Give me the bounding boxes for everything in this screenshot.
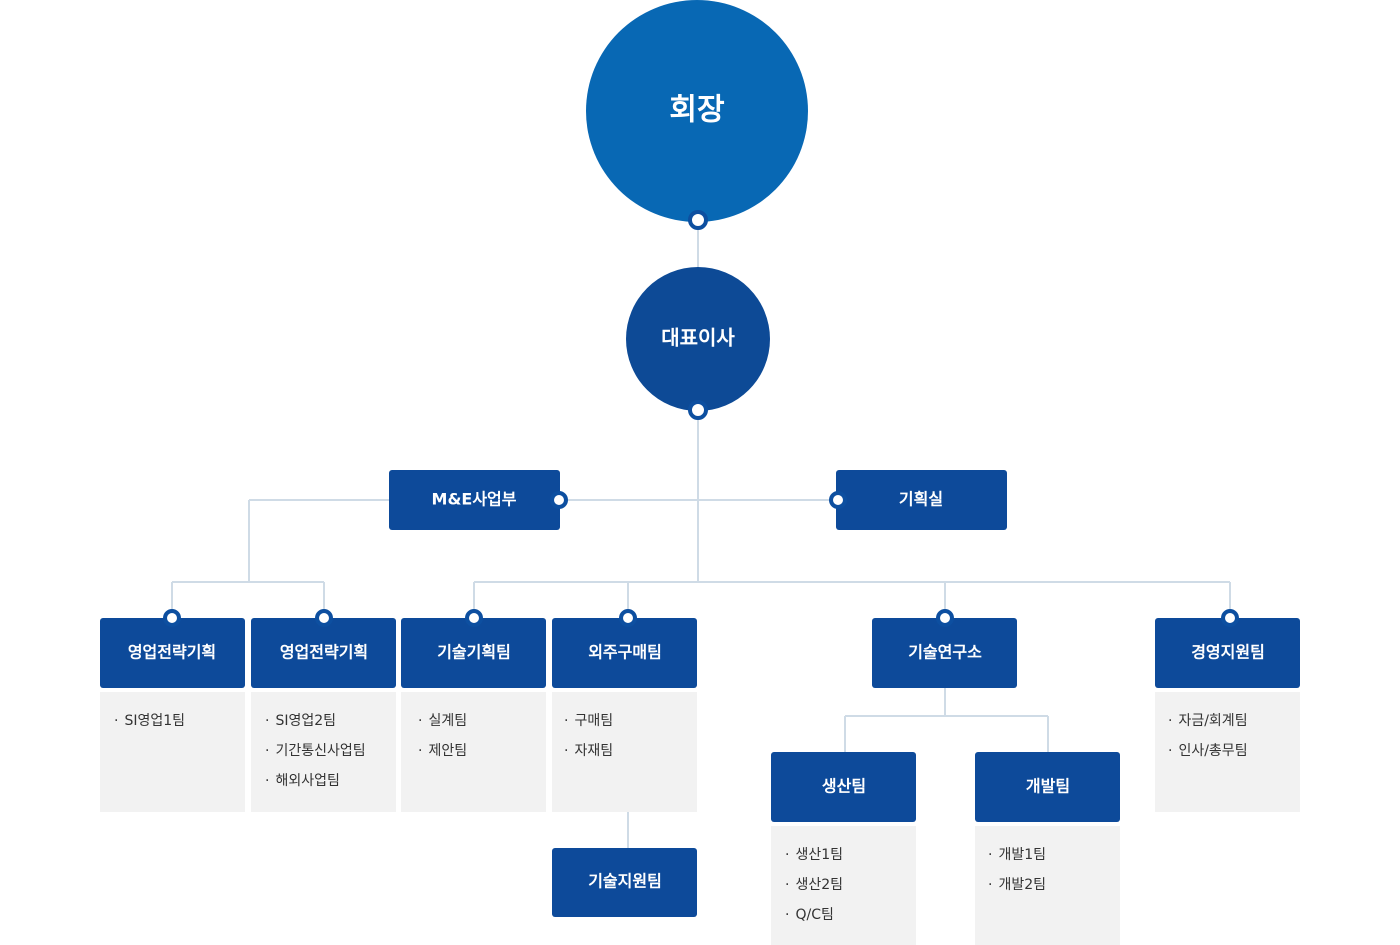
sales-strategy-2-label: 영업전략기획 (280, 643, 368, 662)
production-item: ·생산2팀 (785, 877, 843, 893)
production-box (771, 752, 916, 822)
me-division-label: M&E사업부 (432, 490, 517, 509)
outsourcing-dot (619, 609, 637, 627)
sales-strategy-2-dot (315, 609, 333, 627)
development-item: ·개발1팀 (988, 847, 1046, 863)
management-item: ·인사/총무팀 (1168, 743, 1248, 759)
tech-planning-panel (401, 692, 546, 812)
outsourcing-label: 외주구매팀 (588, 643, 662, 662)
ceo-dot (688, 400, 708, 420)
planning-office-dot (829, 491, 847, 509)
planning-office-label: 기획실 (899, 490, 943, 509)
outsourcing-panel (552, 692, 697, 812)
development-label: 개발팀 (1026, 777, 1070, 796)
development-panel (975, 826, 1120, 945)
production-panel (771, 826, 916, 945)
sales-strategy-2-item: ·SI영업2팀 (265, 713, 336, 729)
sales-strategy-1-label: 영업전략기획 (128, 643, 216, 662)
development-box (975, 752, 1120, 822)
rnd-dot (936, 609, 954, 627)
sales-strategy-2-panel (251, 692, 396, 812)
ceo-node (626, 267, 770, 411)
production-item: ·Q/C팀 (785, 907, 834, 923)
tech-support-box (552, 848, 697, 917)
chairman-label: 회장 (669, 93, 725, 128)
rnd-label: 기술연구소 (908, 643, 982, 662)
rnd-box (872, 618, 1017, 688)
outsourcing-item: ·구매팀 (564, 713, 613, 729)
tech-planning-item: ·실계팀 (418, 713, 467, 729)
outsourcing-item: ·자재팀 (564, 743, 613, 759)
sales-strategy-1-dot (163, 609, 181, 627)
chairman-node (586, 0, 808, 222)
management-item: ·자금/회계팀 (1168, 713, 1248, 729)
tech-planning-item: ·제안팀 (418, 743, 467, 759)
tech-planning-label: 기술기획팀 (437, 643, 511, 662)
me-division-dot (550, 491, 568, 509)
tech-planning-box (401, 618, 546, 688)
sales-strategy-2-item: ·해외사업팀 (265, 773, 340, 789)
tech-support-label: 기술지원팀 (588, 872, 662, 891)
planning-office-box (836, 470, 1007, 530)
outsourcing-box (552, 618, 697, 688)
sales-strategy-1-item: ·SI영업1팀 (114, 713, 185, 729)
chairman-dot (688, 210, 708, 230)
production-item: ·생산1팀 (785, 847, 843, 863)
sales-strategy-2-item: ·기간통신사업팀 (265, 743, 366, 759)
me-division-box (389, 470, 560, 530)
sales-strategy-1-panel (100, 692, 245, 812)
connector-dots (163, 210, 1239, 627)
sales-strategy-2-box (251, 618, 396, 688)
management-box (1155, 618, 1300, 688)
development-item: ·개발2팀 (988, 877, 1046, 893)
management-label: 경영지원팀 (1191, 643, 1265, 662)
ceo-label: 대표이사 (661, 326, 735, 350)
tech-planning-dot (465, 609, 483, 627)
production-label: 생산팀 (822, 777, 866, 796)
management-panel (1155, 692, 1300, 812)
sales-strategy-1-box (100, 618, 245, 688)
connector-lines (171, 220, 1231, 848)
management-dot (1221, 609, 1239, 627)
